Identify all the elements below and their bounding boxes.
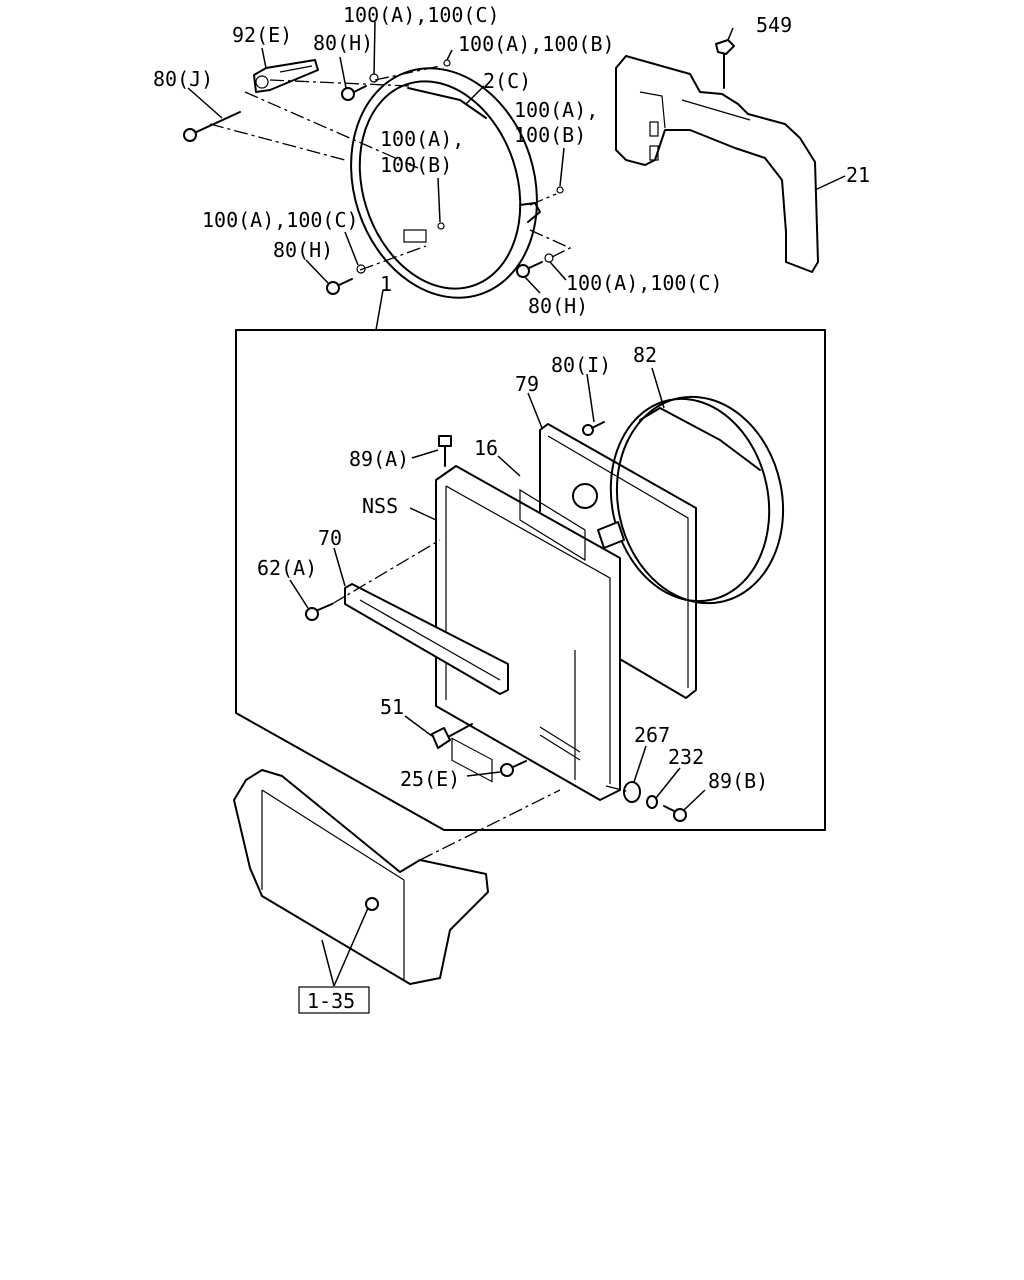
washer-232 [646, 795, 658, 809]
label-51: 51 [380, 695, 404, 719]
ref-box-1-35 [298, 986, 370, 1014]
bolt-80h-top [341, 73, 379, 101]
bracket-70-line [331, 539, 441, 605]
bolt-62a [305, 603, 333, 621]
mount-line [605, 785, 631, 793]
mount-267 [623, 781, 641, 803]
side-baffle-21 [615, 55, 819, 273]
ring-connection-lines [209, 65, 572, 271]
label-89b: 89(B) [708, 769, 768, 793]
label-232: 232 [668, 745, 704, 769]
bushing-51 [431, 723, 473, 749]
label-100b-center: 100(B) [380, 153, 452, 177]
label-62a: 62(A) [257, 556, 317, 580]
leader-lines [187, 21, 846, 987]
label-70: 70 [318, 526, 342, 550]
bolt-25e [500, 760, 527, 777]
label-100a-right: 100(A), [514, 98, 598, 122]
label-2c: 2(C) [483, 69, 531, 93]
label-16: 16 [474, 436, 498, 460]
label-100ab-top: 100(A),100(B) [458, 32, 615, 56]
radiator-core [435, 465, 625, 801]
label-79: 79 [515, 372, 539, 396]
label-89a: 89(A) [349, 447, 409, 471]
label-21: 21 [846, 163, 870, 187]
label-25e: 25(E) [400, 767, 460, 791]
label-100b-right: 100(B) [514, 123, 586, 147]
bolt-89a [438, 435, 452, 467]
bracket-92e [253, 59, 319, 93]
label-nss: NSS [362, 494, 398, 518]
label-100ac-right: 100(A),100(C) [566, 271, 723, 295]
label-100a-center: 100(A), [380, 127, 464, 151]
bolt-80j [183, 111, 241, 142]
bolt-80h-left [326, 264, 366, 295]
fan-shroud-82 [609, 395, 785, 605]
label-1: 1 [380, 272, 392, 296]
part-labels: 549 92(E) 100(A),100(C) 80(H) 100(A),100… [153, 3, 870, 1013]
label-80j: 80(J) [153, 67, 213, 91]
washer-100ab-right [556, 186, 564, 194]
label-549: 549 [756, 13, 792, 37]
label-267: 267 [634, 723, 670, 747]
label-80h-top: 80(H) [313, 31, 373, 55]
radiator-assembly-box [235, 329, 826, 831]
label-80i: 80(I) [551, 353, 611, 377]
label-80h-right: 80(H) [528, 294, 588, 318]
bolt-80h-right [516, 253, 554, 278]
bracket-70 [344, 583, 509, 695]
label-82: 82 [633, 343, 657, 367]
label-100ac-top: 100(A),100(C) [343, 3, 500, 27]
fan-shroud-ring [350, 67, 541, 299]
label-100ac-left: 100(A),100(C) [202, 208, 359, 232]
bolt-89b [663, 805, 687, 822]
label-92e: 92(E) [232, 23, 292, 47]
ref-label-1-35: 1-35 [307, 989, 355, 1013]
intercooler-1-35 [233, 769, 489, 985]
intercooler-line [419, 789, 561, 861]
label-80h-left: 80(H) [273, 238, 333, 262]
clip-549 [715, 39, 735, 89]
washer-100ab-top [443, 59, 451, 67]
